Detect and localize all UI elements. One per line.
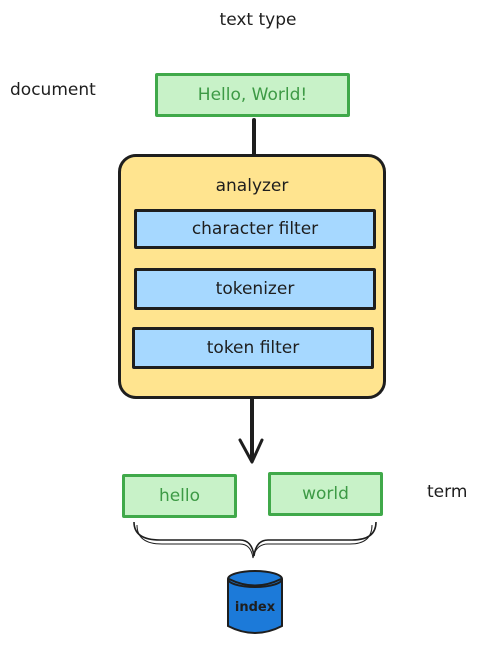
analyzer-to-terms-arrowhead	[238, 438, 264, 464]
document-text: Hello, World!	[197, 85, 308, 105]
term-text: hello	[158, 486, 201, 506]
analyzer-title: analyzer	[215, 176, 289, 196]
stage-label: token filter	[206, 338, 300, 358]
terms-brace	[133, 521, 377, 557]
stage-token-filter: token filter	[132, 327, 374, 369]
term-label: term	[427, 482, 468, 502]
term-text: world	[302, 484, 349, 504]
stage-character-filter: character filter	[134, 209, 376, 249]
database-icon	[227, 570, 283, 634]
term-box-world: world	[268, 472, 383, 516]
stage-tokenizer: tokenizer	[134, 268, 376, 310]
index-label: index	[234, 600, 276, 615]
term-box-hello: hello	[122, 474, 237, 518]
terms-brace-shadow	[136, 524, 373, 559]
stage-label: tokenizer	[215, 279, 295, 299]
stage-label: character filter	[191, 219, 319, 239]
document-label: document	[10, 80, 96, 100]
document-box: Hello, World!	[155, 73, 350, 117]
diagram-title: text type	[219, 10, 297, 30]
